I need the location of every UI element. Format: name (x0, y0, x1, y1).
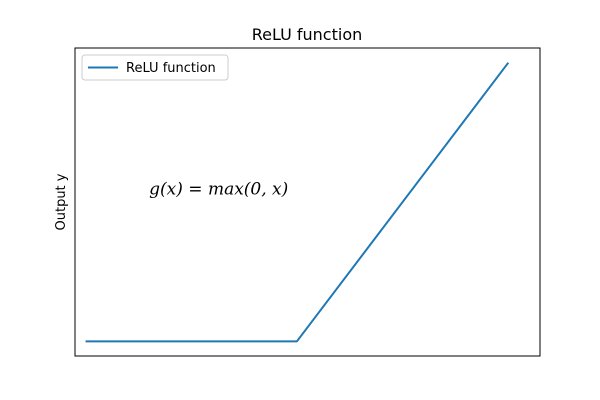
chart-title: ReLU function (252, 25, 363, 44)
legend: ReLU function (81, 54, 229, 81)
series-layer (85, 62, 510, 343)
plot-area-frame (74, 47, 541, 357)
legend-frame (81, 54, 229, 81)
series-line-0 (85, 62, 510, 343)
y-axis-label: Output y (54, 173, 69, 230)
legend-label: ReLU function (126, 61, 216, 76)
formula-annotation: g(x) = max(0, x) (149, 180, 288, 200)
